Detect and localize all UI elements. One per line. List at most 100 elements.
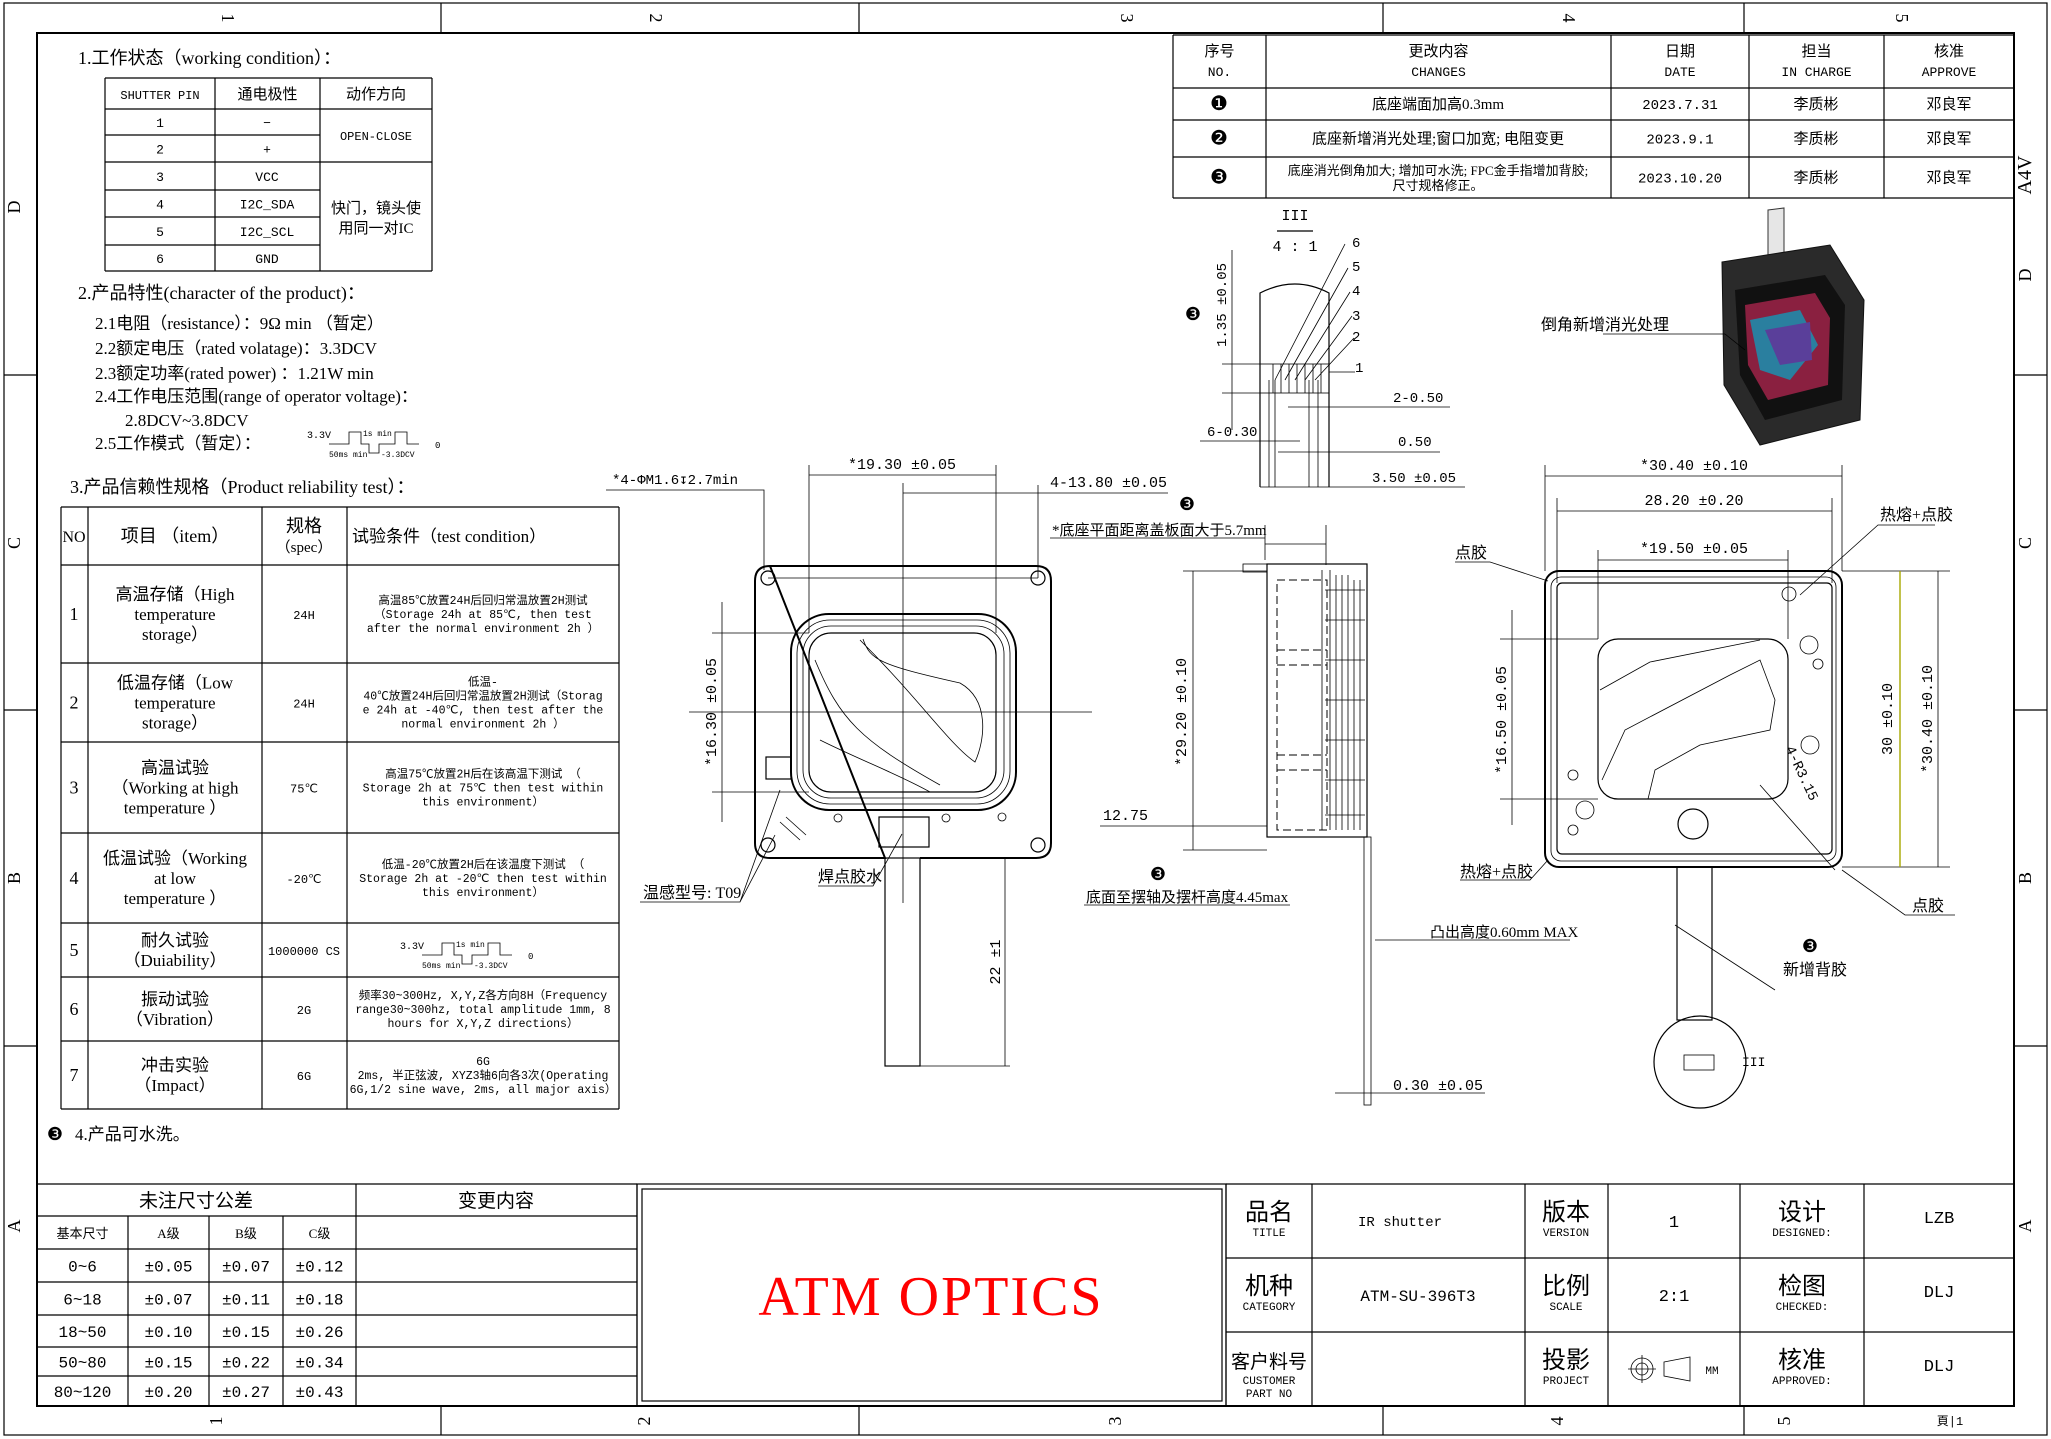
pin-number: 1	[156, 116, 164, 131]
tolerance-cell: ±0.07	[144, 1292, 192, 1310]
pin-label-2: 2	[1352, 330, 1360, 346]
characteristic-item: 2.5工作模式（暂定）：	[95, 434, 261, 453]
revision-in-charge: 李质彬	[1793, 96, 1838, 113]
zone-col-label: 4	[1547, 1417, 1567, 1426]
operating-mode-waveform	[329, 431, 419, 454]
reliability-header-item: 项目 （item）	[121, 526, 230, 546]
dim-finger-width: 6-0.30	[1207, 425, 1257, 441]
glue-note-top-left: 点胶	[1455, 544, 1487, 562]
revision-header: DATE	[1664, 65, 1695, 80]
tolerance-title: 未注尺寸公差	[139, 1190, 253, 1212]
zone-row-label: C	[2015, 537, 2035, 549]
zone-row-label: D	[2015, 269, 2035, 282]
wave-pulse-label: 1s min	[363, 430, 392, 439]
category-value: ATM-SU-396T3	[1360, 1288, 1475, 1306]
reliability-row-item: temperature ）	[124, 799, 226, 818]
zone-row-label: B	[2015, 872, 2035, 884]
reliability-row-condition: 6G	[476, 1056, 490, 1069]
zone-col-label: 1	[206, 1417, 226, 1426]
reliability-row-item: 振动试验	[141, 990, 209, 1009]
reliability-row-item: temperature	[134, 605, 215, 624]
dim-aperture-height: *16.50 ±0.05	[1494, 666, 1511, 774]
wave-high-label: 3.3V	[307, 431, 331, 442]
tolerance-header: C级	[309, 1226, 331, 1241]
dim-hole-pitch: 4-13.80 ±0.05	[1050, 475, 1167, 492]
tolerance-header: B级	[235, 1226, 257, 1241]
reliability-row-condition: Storage 2h at -20℃ then test within	[359, 873, 607, 886]
tolerance-cell: 6~18	[63, 1292, 101, 1310]
reliability-row-no: 5	[70, 940, 79, 960]
pin-number: 6	[156, 252, 164, 267]
revision-in-charge: 李质彬	[1793, 170, 1838, 187]
backing-adhesive-note: 新增背胶	[1783, 961, 1847, 979]
action-shared-ic: 快门，镜头使	[331, 199, 421, 217]
pin-number: 2	[156, 143, 164, 158]
scale-value: 2:1	[1659, 1288, 1690, 1307]
reliability-row-item: （Impact）	[134, 1076, 215, 1095]
revision-approver: 邓良军	[1926, 131, 1971, 148]
projection-symbol-icon	[1628, 1355, 1691, 1383]
tolerance-cell: ±0.20	[144, 1384, 192, 1402]
title-label: TITLE	[1252, 1228, 1285, 1240]
zone-col-label: 5	[1892, 14, 1912, 23]
dim-outer-height: *30.40 ±0.10	[1920, 665, 1937, 773]
dim-aperture-width: *19.50 ±0.05	[1640, 541, 1748, 558]
wave-high-label: 3.3V	[400, 942, 424, 953]
revision-in-charge: 李质彬	[1793, 131, 1838, 148]
blade-height-note: 底面至摆轴及摆杆高度4.45max	[1086, 889, 1289, 906]
side-view: ❸ *底座平面距离盖板面大于5.7mm *29.20 ±0.10 12.75 ❸…	[1050, 494, 1579, 1106]
base-clearance-note: *底座平面距离盖板面大于5.7mm	[1052, 521, 1267, 539]
zone-col-label: 2	[634, 1417, 654, 1426]
reliability-row-item: 低温存储（Low	[117, 674, 234, 693]
reliability-row-condition: normal environment 2h ）	[401, 718, 564, 732]
reliability-row-spec: 6G	[297, 1070, 311, 1084]
zone-col-label: 3	[1105, 1417, 1125, 1426]
revision-date: 2023.7.31	[1642, 98, 1718, 114]
revision-date: 2023.9.1	[1646, 133, 1713, 149]
wave-low-label: -3.3DCV	[474, 962, 508, 971]
revision-header: 日期	[1665, 43, 1695, 60]
dim-tail-length: 22 ±1	[988, 939, 1005, 984]
reliability-row-condition: 2ms, 半正弦波, XYZ3轴6向各3次(Operating	[358, 1068, 609, 1083]
category-label: CATEGORY	[1243, 1302, 1296, 1314]
revision-approver: 邓良军	[1926, 96, 1971, 113]
wave-gap-label: 50ms min	[422, 962, 461, 971]
reliability-row-spec: 24H	[293, 609, 315, 623]
front-view: *19.30 ±0.05 4-13.80 ±0.05 *4-ΦM1.6↧2.7m…	[606, 457, 1168, 1067]
reliability-row-condition: 高温75℃放置2H后在该高温下测试 （	[385, 767, 581, 782]
tolerance-cell: ±0.27	[222, 1384, 270, 1402]
wave-low-label: -3.3DCV	[381, 451, 415, 460]
reliability-row-condition: （Storage 24h at 85℃, then test	[374, 608, 592, 622]
customer-part-label: PART NO	[1246, 1389, 1293, 1401]
pin-label-1: 1	[1355, 361, 1363, 377]
zone-row-label: D	[4, 201, 24, 214]
zone-col-label: 1	[218, 14, 238, 23]
reliability-row-condition: range30~300hz, total amplitude 1mm, 8	[355, 1004, 610, 1017]
characteristic-item: 2.1电阻（resistance）：9Ω min （暂定）	[95, 314, 384, 333]
tolerance-header: A级	[157, 1226, 179, 1241]
zone-col-label: 5	[1774, 1417, 1794, 1426]
reliability-row-condition: hours for X,Y,Z directions）	[388, 1017, 579, 1031]
reliability-row-no: 7	[70, 1065, 79, 1085]
reliability-row-item: temperature ）	[124, 889, 226, 908]
pin-number: 4	[156, 198, 164, 213]
tolerance-cell: ±0.10	[144, 1324, 192, 1342]
reliability-row-item: （Vibration）	[126, 1010, 224, 1029]
tolerance-cell: ±0.11	[222, 1292, 270, 1310]
revision-approver: 邓良军	[1926, 170, 1971, 187]
logo-box: ATM OPTICS	[636, 1183, 1227, 1407]
revision-change: 底座新增消光处理;窗口加宽; 电阻变更	[1312, 130, 1564, 148]
glue-note-top-right: 热熔+点胶	[1880, 506, 1953, 524]
chamfer-note: 倒角新增消光处理	[1541, 316, 1669, 334]
reliability-row-item: temperature	[134, 694, 215, 713]
revision-marker-3-icon: ❸	[47, 1124, 63, 1144]
tolerance-cell: 0~6	[68, 1259, 97, 1277]
glue-note-bottom-left: 热熔+点胶	[1460, 863, 1533, 881]
dim-side-height: *29.20 ±0.10	[1174, 658, 1191, 766]
dim-fpc-thickness: 0.30 ±0.05	[1393, 1078, 1483, 1095]
reliability-row-item: 耐久试验	[141, 931, 209, 950]
reliability-header-no: NO	[62, 529, 85, 546]
detail-view-scale: 4 : 1	[1272, 239, 1317, 256]
tolerance-cell: ±0.18	[295, 1292, 343, 1310]
